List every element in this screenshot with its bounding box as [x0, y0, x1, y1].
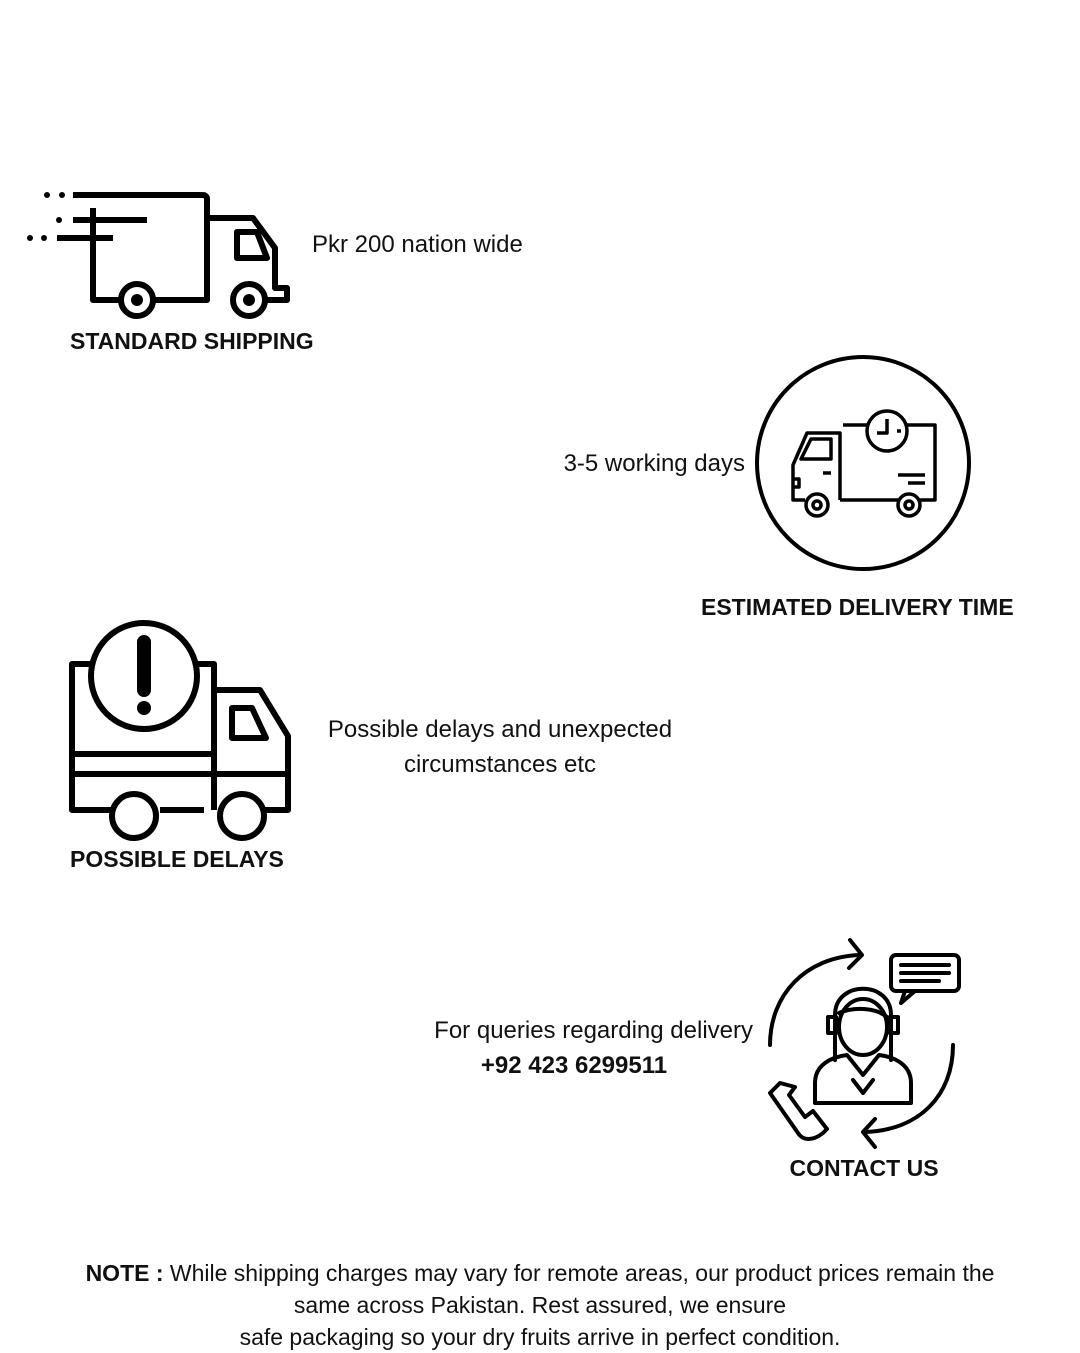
note-label: NOTE : [85, 1260, 164, 1286]
note-line1-text: While shipping charges may vary for remo… [169, 1260, 995, 1286]
contact-phone[interactable]: +92 423 6299511 [480, 1052, 668, 1079]
contact-text: For queries regarding delivery [434, 1017, 753, 1044]
possible-delays-text-line1: Possible delays and unexpected [327, 716, 673, 743]
estimated-delivery-text: 3-5 working days [563, 450, 745, 477]
shipping-note: NOTE : While shipping charges may vary f… [20, 1257, 1060, 1353]
note-line1: NOTE : While shipping charges may vary f… [20, 1257, 1060, 1289]
truck-clock-icon [755, 355, 971, 571]
standard-shipping-text: Pkr 200 nation wide [312, 231, 523, 258]
standard-shipping-title: STANDARD SHIPPING [70, 328, 314, 354]
fast-truck-icon [27, 192, 290, 319]
truck-warning-icon [69, 620, 291, 841]
contact-title: CONTACT US [789, 1155, 939, 1181]
note-line3: safe packaging so your dry fruits arrive… [239, 1324, 841, 1350]
support-agent-icon [768, 938, 961, 1149]
note-line2: same across Pakistan. Rest assured, we e… [293, 1292, 787, 1318]
possible-delays-text-line2: circumstances etc [403, 751, 597, 778]
possible-delays-title: POSSIBLE DELAYS [70, 846, 284, 872]
estimated-delivery-title: ESTIMATED DELIVERY TIME [701, 594, 1014, 620]
